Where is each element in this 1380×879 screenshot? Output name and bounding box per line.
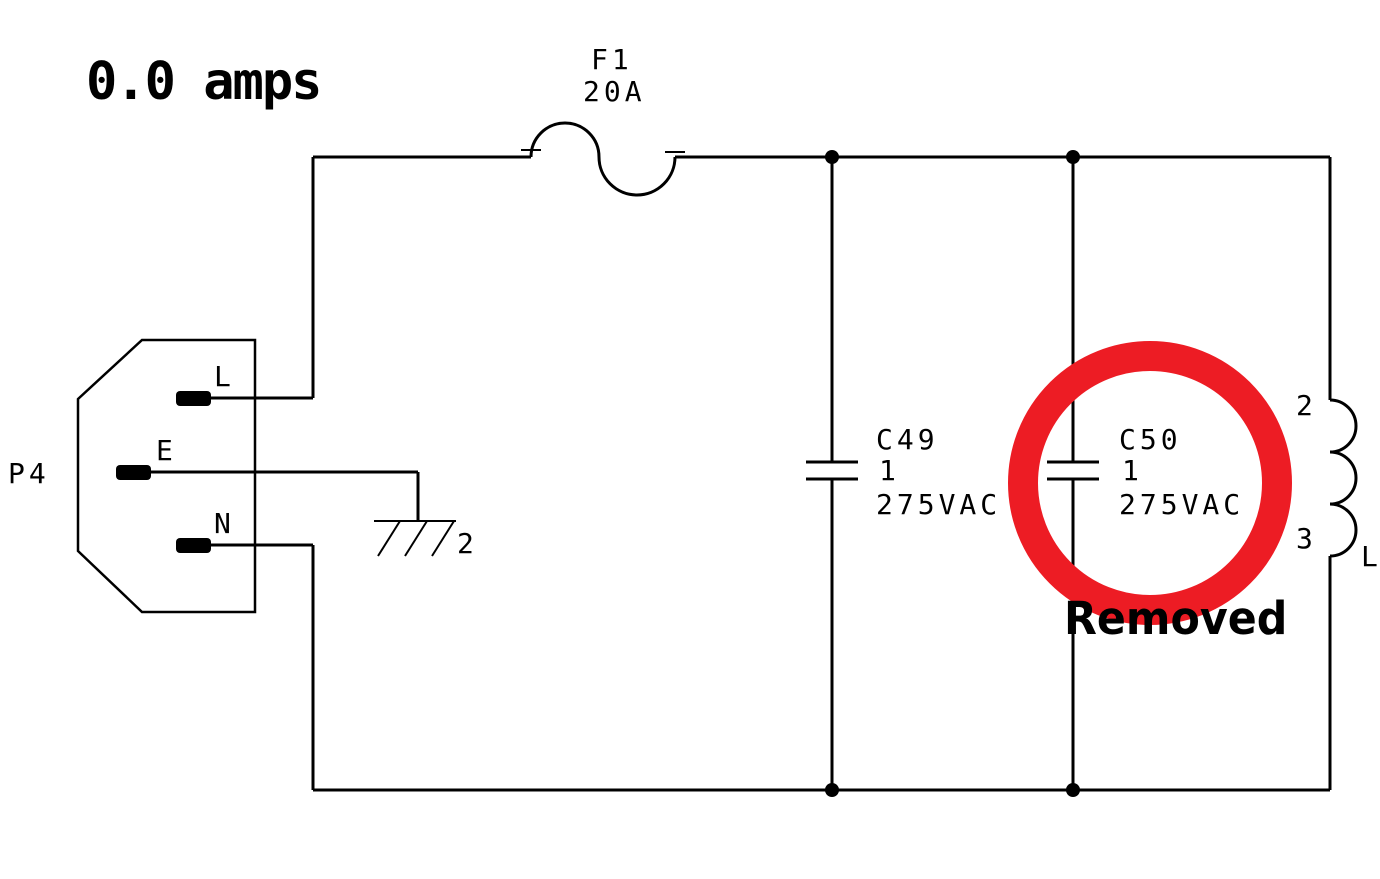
ground-hatch-1 [377,520,401,557]
capacitor-c49-icon [806,157,858,790]
plug-pin-live-icon [176,391,211,406]
c49-rating: 275VAC [876,488,1002,521]
c50-rating: 275VAC [1119,488,1245,521]
plug-outline-icon [76,338,257,614]
fuse-ref: F1 [591,43,633,76]
inductor-pin-bottom: 3 [1296,522,1317,555]
inductor-ref: L [1361,540,1380,573]
plug-pin-neutral-icon [176,538,211,553]
c50-pin: 1 [1122,454,1143,487]
ground-icon [374,472,456,557]
junction-dot-bottom-left [825,783,839,797]
pin-live-label: L [214,360,235,393]
c49-pin: 1 [879,454,900,487]
ground-hatch-2 [404,520,428,557]
removed-label: Removed [1064,592,1288,645]
junction-dot-top-left [825,150,839,164]
plug-pin-earth-icon [116,465,151,480]
pin-neutral-label: N [214,507,235,540]
ground-hatch-3 [431,520,455,557]
c50-ref: C50 [1119,423,1182,456]
plug-ref: P4 [8,457,50,490]
c49-ref: C49 [876,423,939,456]
current-reading: 0.0 amps [86,52,322,112]
inductor-pin-top: 2 [1296,389,1317,422]
junction-dot-bottom-right [1066,783,1080,797]
inductor-coil-icon [1329,398,1358,558]
removed-circle-icon [1008,341,1292,625]
fuse-icon [529,121,677,197]
pin-earth-label: E [156,434,177,467]
junction-dot-top-right [1066,150,1080,164]
fuse-rating: 20A [583,75,646,108]
ground-pin-number: 2 [457,527,478,560]
capacitor-c50-icon [1047,157,1099,790]
